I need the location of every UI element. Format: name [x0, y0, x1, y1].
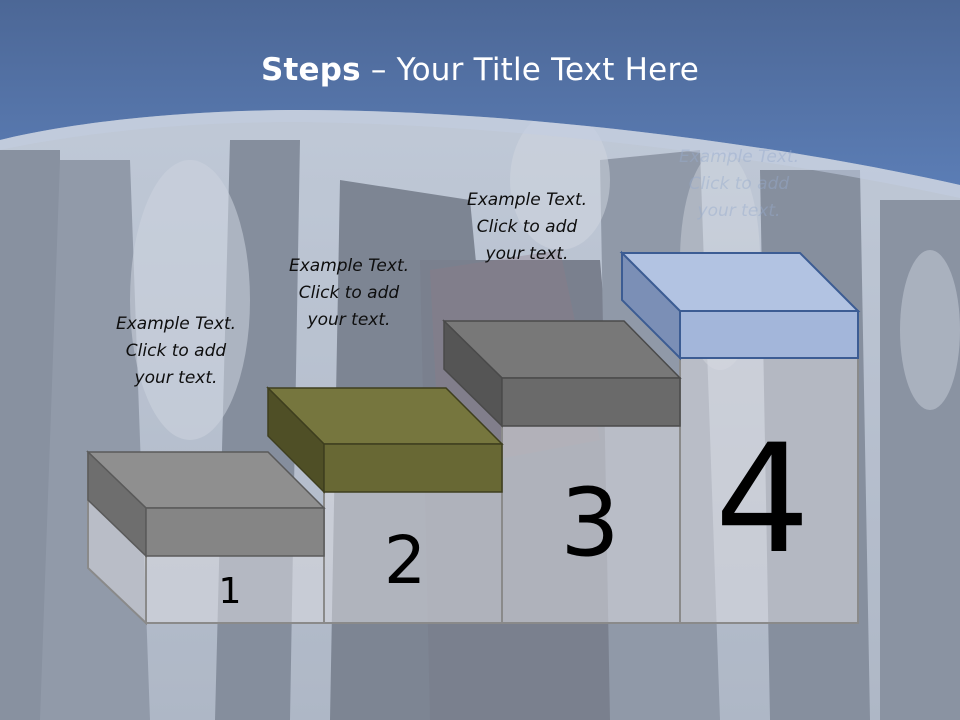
title-bold-part: Steps — [260, 52, 361, 88]
caption-line: Example Text. — [288, 256, 410, 276]
header-band — [0, 0, 960, 198]
step-3-lid[interactable] — [442, 319, 682, 428]
caption-line: Click to add — [476, 217, 578, 237]
caption-line: Click to add — [125, 341, 227, 361]
step-2-caption[interactable]: Example Text. Click to add your text. — [259, 253, 439, 334]
step-4-number: 4 — [714, 413, 811, 587]
step-4-lid[interactable] — [619, 250, 861, 361]
step-4-box-face — [679, 311, 859, 624]
step-3-caption[interactable]: Example Text. Click to add your text. — [437, 187, 617, 268]
caption-line: your text. — [697, 201, 781, 221]
caption-line: Click to add — [298, 283, 400, 303]
step-2-number: 2 — [384, 522, 426, 599]
caption-line: Example Text. — [678, 147, 800, 167]
caption-line: your text. — [307, 310, 391, 330]
step-3-number: 3 — [560, 469, 620, 578]
step-1-lid[interactable] — [86, 450, 326, 558]
caption-line: Click to add — [688, 174, 790, 194]
step-2-lid[interactable] — [266, 386, 504, 494]
step-4-caption[interactable]: Example Text. Click to add your text. — [649, 144, 829, 225]
caption-line: your text. — [134, 368, 218, 388]
caption-line: Example Text. — [466, 190, 588, 210]
step-1-number: 1 — [218, 571, 242, 612]
step-1-caption[interactable]: Example Text. Click to add your text. — [86, 311, 266, 392]
title-rest: – Your Title Text Here — [360, 52, 699, 88]
slide-title[interactable]: Steps – Your Title Text Here — [0, 52, 960, 88]
caption-line: Example Text. — [115, 314, 237, 334]
caption-line: your text. — [485, 244, 569, 264]
